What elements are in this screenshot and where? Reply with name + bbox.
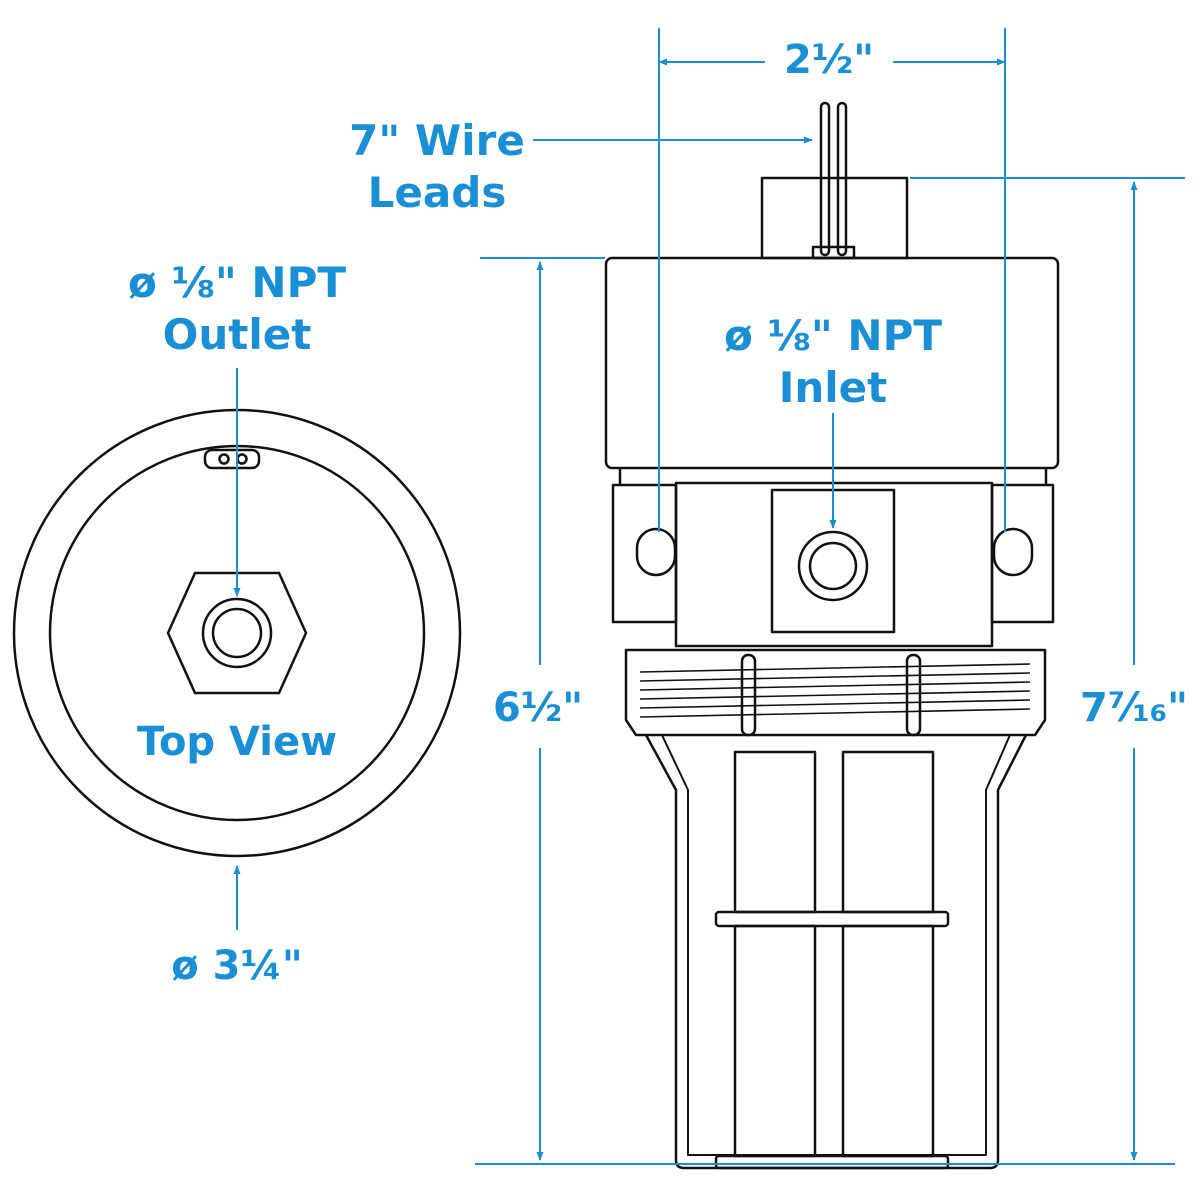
inlet-fitting-outer	[797, 530, 869, 602]
outlet-fitting-inner	[211, 607, 263, 659]
wire-leads	[811, 101, 856, 260]
body-height-label: 6½"	[492, 685, 584, 731]
outlet-fitting-outer	[201, 597, 273, 669]
width-label: 2½"	[783, 37, 875, 83]
mount-hole-left	[635, 527, 677, 577]
inlet-label-line2: Inlet	[778, 363, 888, 412]
outlet-hex-nut	[166, 571, 308, 695]
outlet-label-line1: ø ⅛" NPT	[127, 258, 347, 307]
collar-threads	[639, 663, 1031, 718]
threaded-collar	[624, 648, 1047, 737]
outlet-label-line2: Outlet	[162, 310, 312, 359]
wire-leads-label-line2: Leads	[367, 168, 507, 217]
strainer-screen	[714, 750, 950, 1170]
side-view-dimensions	[475, 28, 1185, 1165]
wire-grommet	[203, 448, 261, 470]
inlet-label-line1: ø ⅛" NPT	[723, 311, 943, 360]
strainer-cup	[644, 734, 1028, 1170]
wire-leads-label-line1: 7" Wire	[349, 116, 525, 165]
total-height-label: 7⁷⁄₁₆"	[1080, 685, 1188, 731]
side-view-drawing	[604, 101, 1060, 1170]
diameter-label: ø 3¼"	[171, 943, 303, 989]
mount-hole-right	[992, 527, 1034, 577]
inlet-fitting-inner	[808, 541, 858, 591]
top-view-title: Top View	[136, 719, 338, 765]
